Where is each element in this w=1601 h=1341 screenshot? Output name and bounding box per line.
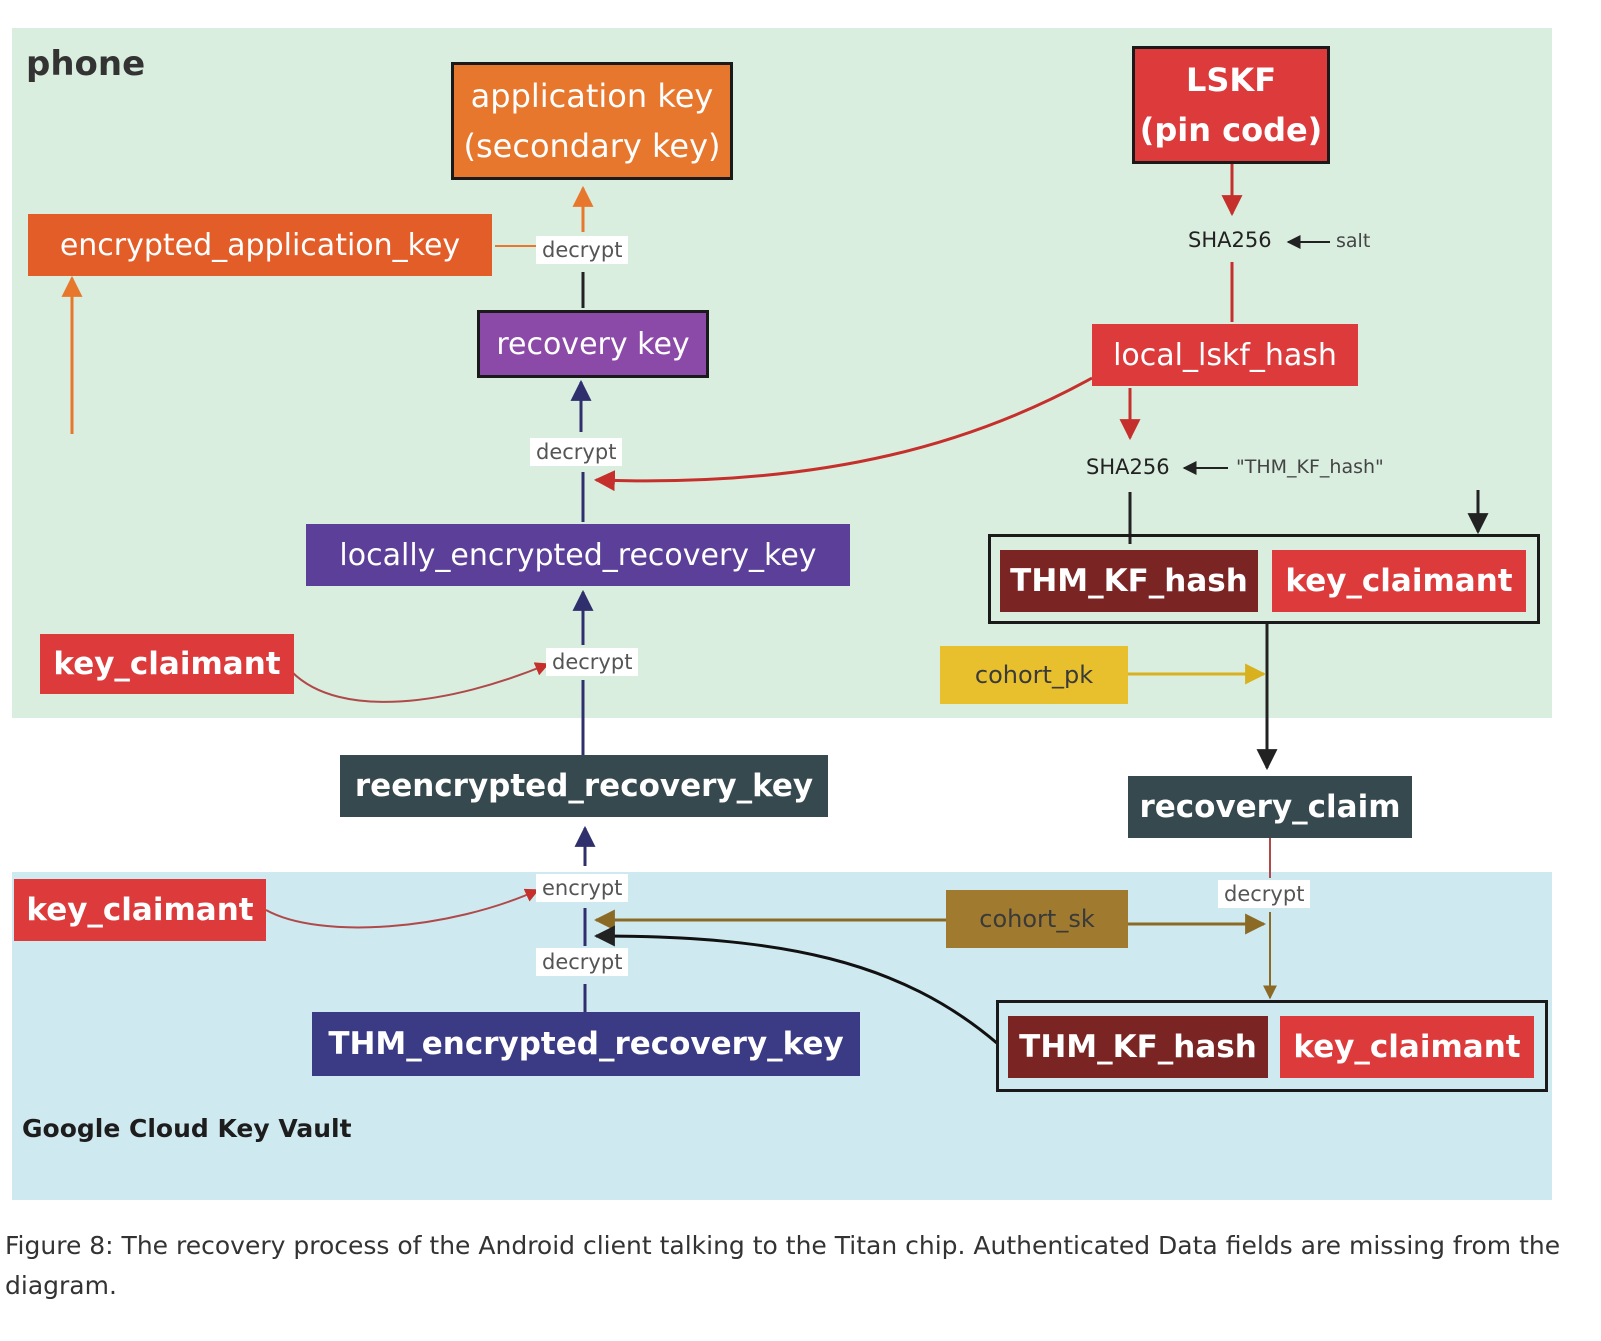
edge-bottom-group-to-decrypt: [593, 925, 999, 1046]
edge-key-claimant-to-decrypt: [291, 662, 550, 703]
edge-local-lskf-hash-to-decrypt: [593, 376, 1093, 492]
lskf-label: LSKF: [1185, 61, 1277, 99]
top-hash-claimant-group: [988, 534, 1540, 624]
recovery-claim-node: recovery_claim: [1128, 776, 1412, 838]
salt-label: salt: [1336, 230, 1371, 252]
key-claimant-top-node: key_claimant: [1272, 550, 1526, 612]
decrypt-local-tag: decrypt: [546, 648, 639, 676]
figure-caption: Figure 8: The recovery process of the An…: [5, 1231, 1561, 1300]
reencrypted-recovery-key-node: reencrypted_recovery_key: [340, 755, 828, 817]
bottom-hash-claimant-group: [996, 1000, 1548, 1092]
application-key-node: application key (secondary key): [451, 62, 733, 180]
encrypted-application-key-node: encrypted_application_key: [28, 214, 492, 276]
key-claimant-vault-node: key_claimant: [14, 879, 266, 941]
lskf-sublabel: (pin code): [1139, 111, 1323, 149]
decrypt-claim-tag: decrypt: [1218, 880, 1311, 908]
application-key-sublabel: (secondary key): [463, 127, 721, 165]
decrypt-app-tag: decrypt: [536, 236, 629, 264]
cohort-pk-node: cohort_pk: [940, 646, 1128, 704]
sha256-salt-label: SHA256: [1188, 228, 1272, 252]
application-key-label: application key: [470, 77, 714, 115]
thm-kf-hash-top-node: THM_KF_hash: [1000, 550, 1258, 612]
thm-kf-hash-string-label: "THM_KF_hash": [1236, 456, 1384, 478]
decrypt-vault-tag: decrypt: [536, 948, 629, 976]
vault-region-label: Google Cloud Key Vault: [22, 1114, 352, 1143]
key-claimant-left-node: key_claimant: [40, 634, 294, 694]
local-lskf-hash-node: local_lskf_hash: [1092, 324, 1358, 386]
cohort-sk-node: cohort_sk: [946, 890, 1128, 948]
thm-kf-hash-bottom-node: THM_KF_hash: [1008, 1016, 1268, 1078]
phone-region-label: phone: [26, 44, 146, 84]
sha256-thm-label: SHA256: [1086, 455, 1170, 479]
lskf-node: LSKF (pin code): [1132, 46, 1330, 164]
thm-encrypted-recovery-key-node: THM_encrypted_recovery_key: [312, 1012, 860, 1076]
recovery-key-node: recovery key: [477, 310, 709, 378]
edge-vault-key-claimant-to-encrypt: [265, 888, 540, 929]
locally-encrypted-recovery-key-node: locally_encrypted_recovery_key: [306, 524, 850, 586]
encrypt-vault-tag: encrypt: [536, 874, 629, 902]
decrypt-recovery-tag: decrypt: [530, 438, 623, 466]
key-claimant-bottom-node: key_claimant: [1280, 1016, 1534, 1078]
